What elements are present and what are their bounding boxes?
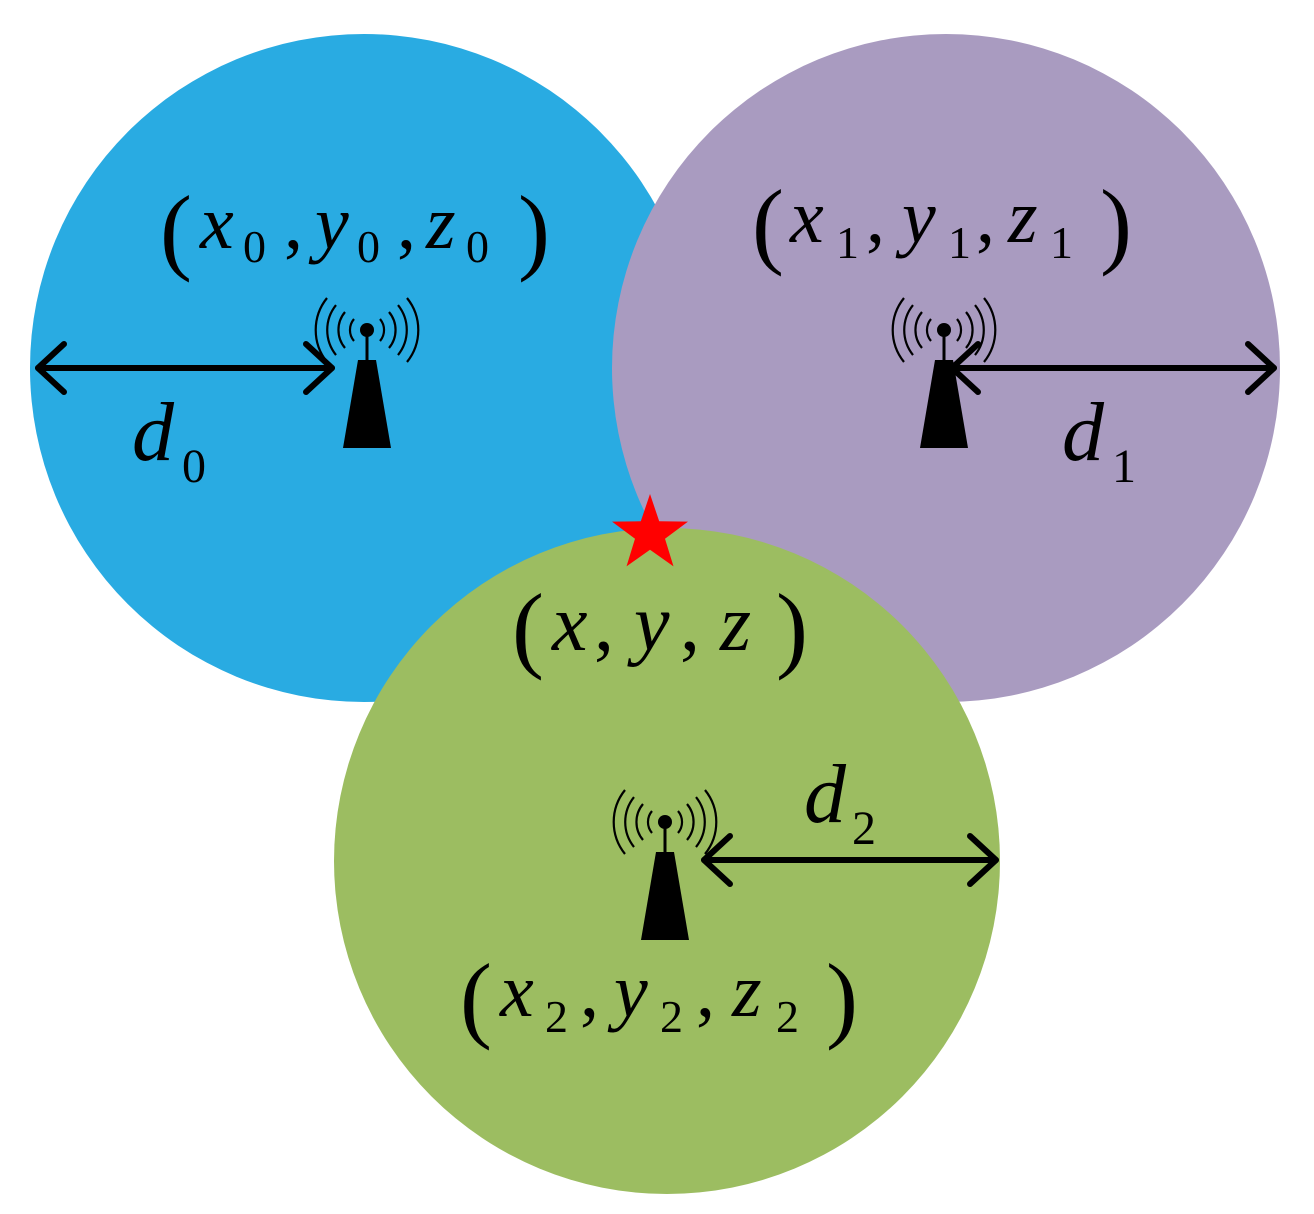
svg-text:): ): [826, 944, 858, 1051]
anchor-2-coordinate-label: ( x 2 , y 2 , z 2 ): [460, 944, 858, 1051]
svg-text:,: ,: [397, 181, 416, 265]
svg-text:): ): [776, 574, 808, 681]
svg-text:2: 2: [660, 991, 683, 1042]
target-coordinate-label: ( x , y , z ): [512, 574, 808, 681]
svg-text:,: ,: [696, 949, 715, 1033]
svg-text:0: 0: [182, 440, 206, 493]
svg-text:x: x: [789, 175, 824, 259]
svg-text:z: z: [1007, 175, 1038, 259]
svg-text:d: d: [132, 386, 175, 479]
svg-text:0: 0: [357, 221, 380, 272]
svg-text:1: 1: [1050, 217, 1073, 268]
svg-text:z: z: [731, 949, 762, 1033]
svg-text:,: ,: [680, 580, 700, 668]
anchor-2-distance-arrow: [701, 833, 999, 887]
anchor-1-distance-label: d 1: [1062, 386, 1136, 493]
svg-text:1: 1: [836, 217, 859, 268]
anchor-1-coordinate-label: ( x 1 , y 1 , z 1 ): [752, 170, 1132, 277]
target-star-icon: [612, 494, 688, 567]
svg-text:,: ,: [594, 580, 614, 668]
svg-text:0: 0: [466, 221, 489, 272]
svg-text:(: (: [512, 574, 544, 681]
svg-text:x: x: [551, 580, 588, 668]
svg-text:2: 2: [545, 991, 568, 1042]
svg-text:1: 1: [948, 217, 971, 268]
svg-text:z: z: [425, 181, 456, 265]
svg-text:,: ,: [976, 175, 995, 259]
anchor-0-distance-label: d 0: [132, 386, 206, 493]
svg-text:): ): [518, 176, 550, 283]
anchor-1-distance-arrow: [949, 341, 1277, 395]
svg-text:y: y: [627, 580, 670, 668]
svg-text:,: ,: [580, 949, 599, 1033]
svg-text:x: x: [199, 181, 234, 265]
svg-text:(: (: [460, 944, 492, 1051]
anchor-0-distance-arrow: [35, 341, 335, 395]
svg-text:(: (: [752, 170, 784, 277]
svg-text:x: x: [499, 949, 534, 1033]
svg-text:y: y: [308, 181, 349, 265]
svg-text:d: d: [1062, 386, 1105, 479]
anchor-0-coordinate-label: ( x 0 , y 0 , z 0 ): [160, 176, 550, 283]
svg-text:y: y: [895, 175, 936, 259]
svg-text:(: (: [160, 176, 192, 283]
svg-text:0: 0: [243, 221, 266, 272]
svg-text:,: ,: [284, 181, 303, 265]
svg-text:d: d: [804, 748, 847, 841]
svg-text:2: 2: [776, 991, 799, 1042]
svg-text:1: 1: [1112, 440, 1136, 493]
svg-text:2: 2: [852, 802, 876, 855]
svg-text:y: y: [607, 949, 648, 1033]
svg-text:z: z: [719, 580, 751, 668]
svg-text:,: ,: [866, 175, 885, 259]
anchor-2-distance-label: d 2: [804, 748, 876, 855]
svg-text:): ): [1100, 170, 1132, 277]
